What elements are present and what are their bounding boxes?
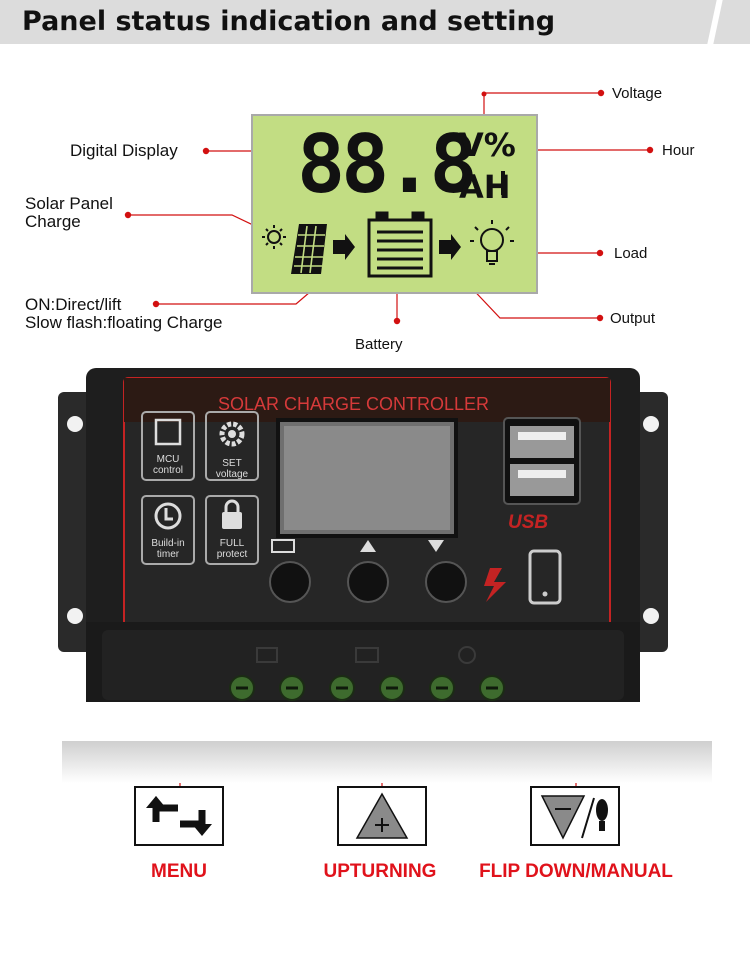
callout-solar-panel-line2: Charge bbox=[25, 212, 81, 231]
callout-voltage: Voltage bbox=[612, 85, 663, 102]
charge-controller-device bbox=[58, 368, 668, 702]
solar-panel-icon bbox=[291, 224, 327, 274]
menu-caption: MENU bbox=[151, 861, 207, 882]
flip-down-button-box bbox=[530, 786, 620, 846]
battery-icon bbox=[367, 211, 433, 278]
arrow-right-icon bbox=[333, 234, 355, 260]
callout-load: Load bbox=[614, 245, 648, 262]
lcd-digits: 88.8 bbox=[297, 118, 478, 211]
upturning-button-box bbox=[337, 786, 427, 846]
button-strip bbox=[62, 741, 712, 783]
callout-solar-panel-line1: Solar Panel bbox=[25, 194, 113, 213]
minus-triangle-bulb-icon bbox=[540, 795, 608, 840]
callout-slow-flash: Slow flash:floating Charge bbox=[25, 313, 223, 332]
bulb-icon bbox=[470, 220, 514, 265]
callout-battery: Battery bbox=[355, 336, 403, 353]
sun-icon bbox=[262, 225, 286, 249]
arrow-right-icon bbox=[439, 234, 461, 260]
upturning-caption: UPTURNING bbox=[323, 861, 437, 882]
header-band bbox=[0, 0, 750, 44]
callout-hour: Hour bbox=[662, 142, 695, 159]
callout-on-direct: ON:Direct/lift bbox=[25, 295, 122, 314]
flip-down-caption: FLIP DOWN/MANUAL bbox=[479, 861, 673, 882]
lcd-unit-voltage: V% bbox=[459, 126, 516, 164]
lcd-display: 88.8 V% AH bbox=[251, 114, 538, 294]
lcd-icons bbox=[262, 171, 514, 278]
device-title: SOLAR CHARGE CONTROLLER bbox=[218, 394, 490, 414]
callout-output: Output bbox=[610, 310, 656, 327]
plus-triangle-icon bbox=[355, 792, 409, 839]
callout-digital-display: Digital Display bbox=[70, 141, 178, 160]
menu-button-box bbox=[134, 786, 224, 846]
menu-cycle-icon bbox=[146, 796, 212, 836]
usb-label: USB bbox=[508, 512, 549, 533]
page-title: Panel status indication and setting bbox=[22, 6, 556, 37]
